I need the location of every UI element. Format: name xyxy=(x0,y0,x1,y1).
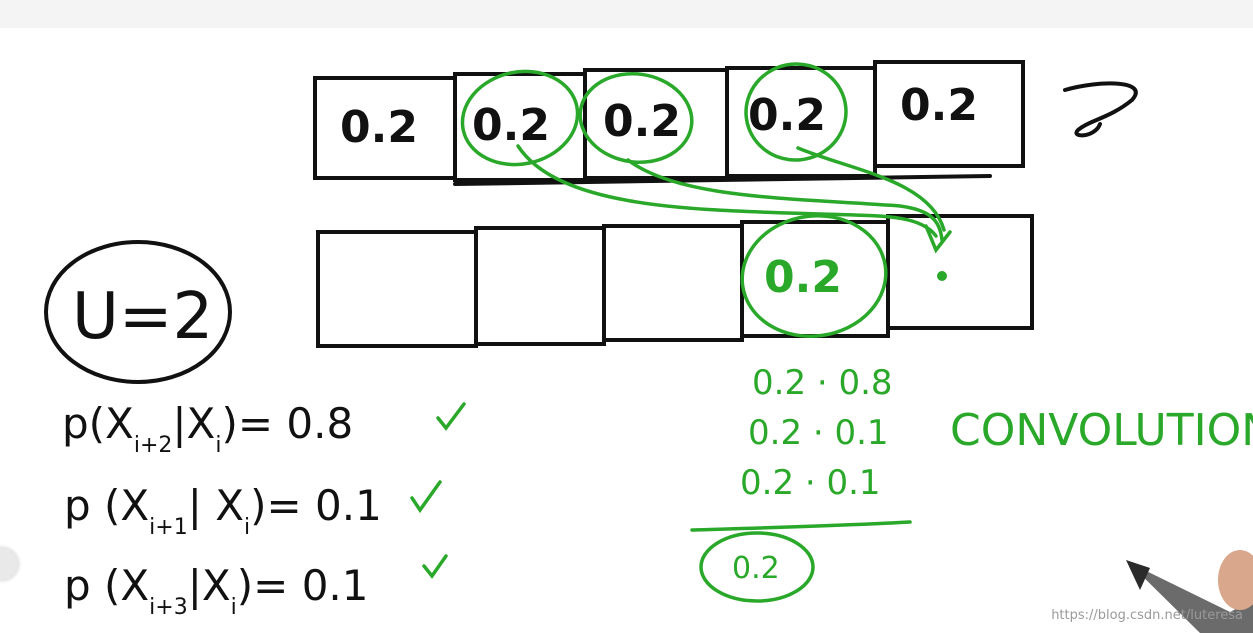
prior-cell-value: 0.2 xyxy=(900,80,978,131)
prior-cell-value: 0.2 xyxy=(748,90,826,141)
u-circle xyxy=(44,240,232,384)
check-mark xyxy=(422,554,448,579)
products: 0.2 · 0.8 0.2 · 0.1 0.2 · 0.1 xyxy=(740,363,893,503)
posterior-values: 0.2 xyxy=(764,252,842,303)
prior-cell-box xyxy=(873,60,1025,168)
green-annotations xyxy=(410,62,952,603)
posterior-cell-box xyxy=(316,230,478,348)
prior-cell-value: 0.2 xyxy=(472,100,550,151)
watermark: https://blog.csdn.net/luteresa xyxy=(1051,608,1243,623)
convolution-label: CONVOLUTION xyxy=(950,405,1253,456)
u-label: U=2 xyxy=(72,280,213,354)
posterior-cell-box xyxy=(886,214,1034,330)
probability-line: p (Xi+3|Xi)= 0.1 xyxy=(64,561,369,620)
arrow-from-cell-2 xyxy=(516,144,938,238)
top-band xyxy=(0,0,1253,28)
posterior-cell-box xyxy=(474,226,606,346)
circle-posterior-4 xyxy=(740,213,888,339)
prior-row-underline xyxy=(453,174,992,186)
pen-icon xyxy=(1126,550,1253,633)
product-line: 0.2 · 0.1 xyxy=(740,463,881,503)
product-line: 0.2 · 0.8 xyxy=(752,363,893,403)
ink-dot xyxy=(937,271,947,281)
scribble-mark xyxy=(1063,81,1138,138)
prior-cell-value: 0.2 xyxy=(340,102,418,153)
arrow-head xyxy=(924,224,952,254)
probability-equations: p(Xi+2|Xi)= 0.8 p (Xi+1| Xi)= 0.1 p (Xi+… xyxy=(62,399,382,620)
posterior-row xyxy=(316,214,1034,348)
posterior-cell-box xyxy=(602,224,744,342)
probability-line: p (Xi+1| Xi)= 0.1 xyxy=(64,481,382,540)
arrow-from-cell-3 xyxy=(626,158,944,242)
prior-cell-value: 0.2 xyxy=(603,96,681,147)
probability-line: p(Xi+2|Xi)= 0.8 xyxy=(62,399,353,458)
product-line: 0.2 · 0.1 xyxy=(748,413,889,453)
sum-result: 0.2 xyxy=(732,551,780,586)
side-toggle-button[interactable] xyxy=(0,548,18,580)
prior-values: 0.2 0.2 0.2 0.2 0.2 xyxy=(340,80,978,153)
circle-sum-result xyxy=(699,531,815,603)
posterior-cell-value: 0.2 xyxy=(764,252,842,303)
circle-prior-4 xyxy=(744,62,848,162)
check-mark xyxy=(436,402,466,431)
circle-prior-2 xyxy=(460,69,580,167)
prior-row xyxy=(313,60,1025,186)
check-mark xyxy=(410,480,442,514)
sum-line xyxy=(690,520,912,532)
arrow-from-cell-4 xyxy=(796,146,946,232)
